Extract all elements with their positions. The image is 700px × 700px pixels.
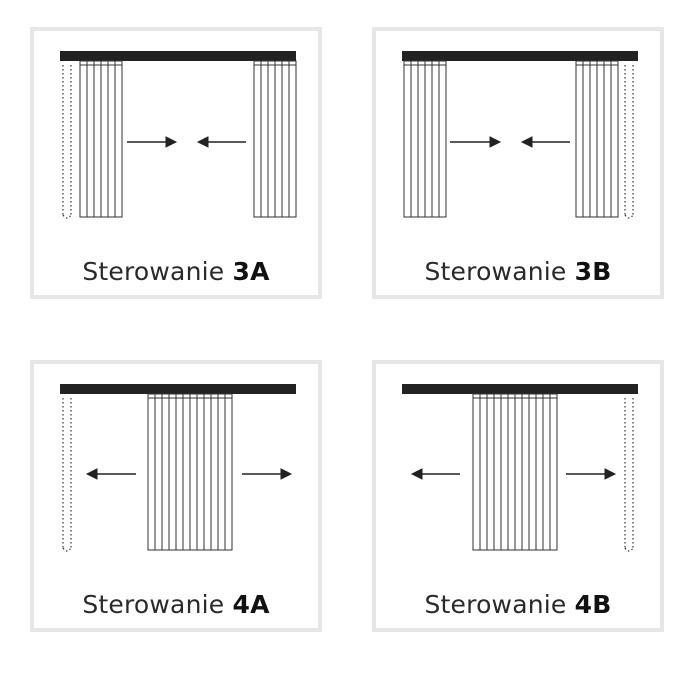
bead-chain <box>62 65 72 219</box>
caption: Sterowanie 3B <box>376 257 660 286</box>
slat-stack-right <box>575 60 619 218</box>
rail <box>60 51 296 61</box>
caption-code: 3B <box>574 257 612 286</box>
caption-code: 3A <box>232 257 270 286</box>
panel-3a: Sterowanie 3A <box>30 27 322 299</box>
caption-label: Sterowanie <box>82 257 225 286</box>
bead-chain <box>624 65 634 219</box>
arrow-right-icon <box>242 468 293 480</box>
bead-chain <box>624 398 634 552</box>
slat-stack-center <box>147 393 233 551</box>
panel-4a: Sterowanie 4A <box>30 360 322 632</box>
caption-code: 4A <box>232 590 270 619</box>
caption-label: Sterowanie <box>424 590 567 619</box>
caption: Sterowanie 4A <box>34 590 318 619</box>
diagram-3a <box>60 51 297 219</box>
bead-chain <box>62 398 72 552</box>
slat-stack-right <box>253 60 297 218</box>
slat-stack-center <box>472 393 558 551</box>
arrow-left-icon <box>410 468 460 480</box>
arrow-right-icon <box>566 468 617 480</box>
rail <box>402 384 638 394</box>
arrow-right-icon <box>450 136 502 148</box>
caption-label: Sterowanie <box>424 257 567 286</box>
diagram-4b <box>402 384 638 552</box>
diagram-3b <box>402 51 638 219</box>
rail <box>60 384 296 394</box>
slat-stack-left <box>403 60 447 218</box>
caption: Sterowanie 3A <box>34 257 318 286</box>
panel-4b: Sterowanie 4B <box>372 360 664 632</box>
caption: Sterowanie 4B <box>376 590 660 619</box>
caption-code: 4B <box>574 590 612 619</box>
panel-3b: Sterowanie 3B <box>372 27 664 299</box>
slat-stack-left <box>79 60 123 218</box>
rail <box>402 51 638 61</box>
arrow-left-icon <box>85 468 136 480</box>
arrow-right-icon <box>127 136 178 148</box>
diagram-4a <box>60 384 296 552</box>
caption-label: Sterowanie <box>82 590 225 619</box>
arrow-left-icon <box>520 136 570 148</box>
arrow-left-icon <box>196 136 246 148</box>
